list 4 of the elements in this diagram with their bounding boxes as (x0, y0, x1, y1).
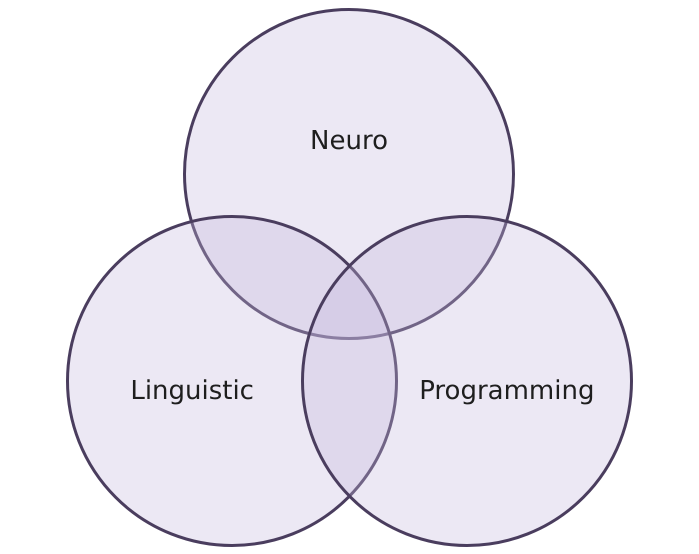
venn-circle (301, 215, 633, 547)
circle-label: Neuro (310, 126, 388, 156)
circle-label: Programming (419, 376, 594, 406)
circle-label: Linguistic (130, 376, 254, 406)
